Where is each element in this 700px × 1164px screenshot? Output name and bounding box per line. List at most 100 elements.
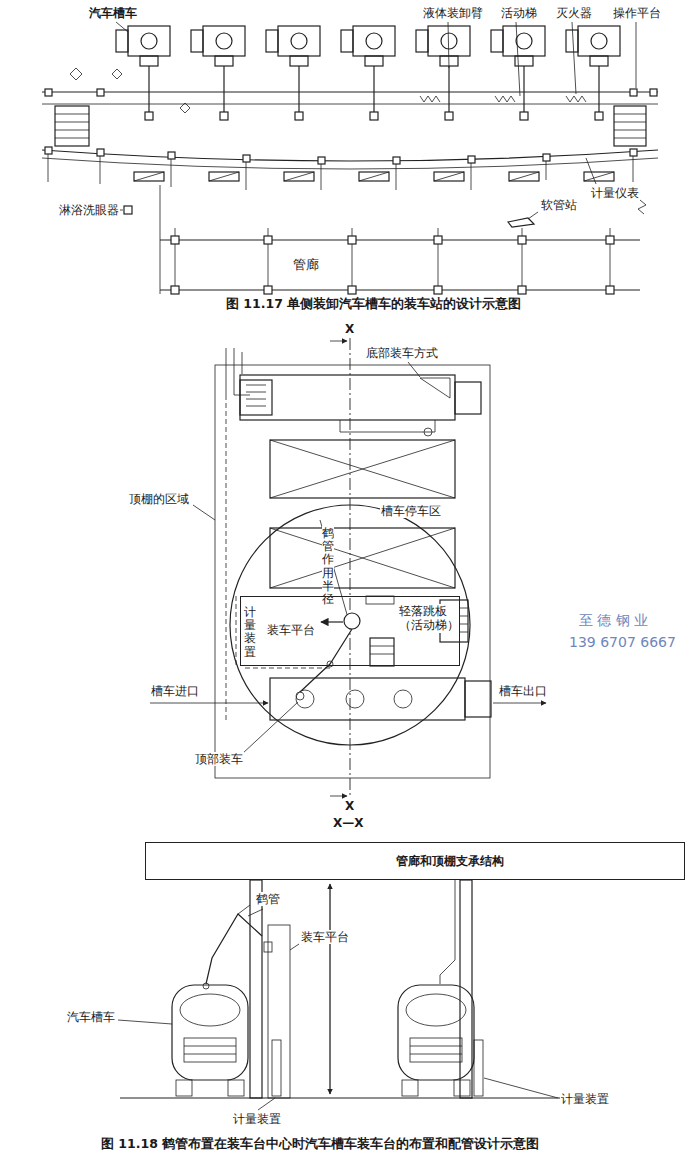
part-label: 装车平台 <box>300 930 350 944</box>
loading-rack-plan-part <box>327 661 333 667</box>
loading-station-plan-part <box>321 164 322 190</box>
loading-rack-plan-part <box>330 341 347 342</box>
loading-station-plan-part <box>614 138 646 139</box>
loading-station-plan-part <box>528 212 538 219</box>
loading-rack-plan-part <box>226 395 227 720</box>
loading-station-plan-part <box>546 161 547 180</box>
part-label: 计量仪表 <box>590 186 640 200</box>
loading-rack-plan-part <box>370 646 394 647</box>
loading-rack-plan-part <box>246 399 266 400</box>
part-label: X <box>344 799 355 813</box>
loading-station-plan-part <box>97 149 104 156</box>
part-label: 操作平台 <box>612 6 662 20</box>
loading-station-plan <box>42 22 658 294</box>
loading-rack-section-part <box>398 985 474 1080</box>
part-label: 计量装置 <box>244 605 256 660</box>
loading-station-plan-part <box>42 158 658 169</box>
loading-rack-section-part <box>184 1038 236 1062</box>
loading-station-plan-part <box>160 185 161 294</box>
part-label: X—X <box>332 816 365 830</box>
loading-rack-plan-part <box>340 420 435 432</box>
loading-rack-plan-part <box>270 528 455 588</box>
loading-rack-section-part <box>248 909 263 916</box>
loading-station-plan-part <box>448 22 449 68</box>
loading-station-plan-part <box>55 138 89 139</box>
loading-rack-section-part <box>330 884 331 1094</box>
loading-station-plan-part <box>97 89 104 96</box>
loading-rack-plan-part <box>493 703 546 704</box>
loading-rack-plan-part <box>270 440 455 498</box>
loading-rack-plan-part <box>193 505 215 520</box>
loading-station-plan-part <box>586 158 596 184</box>
loading-rack-section-part <box>410 1054 462 1055</box>
loading-rack-section-part <box>402 1080 418 1096</box>
loading-rack-plan-part <box>234 348 235 395</box>
loading-rack-section-part <box>120 1097 560 1098</box>
loading-rack-section-part <box>203 983 209 989</box>
loading-rack-section-part <box>118 1020 172 1024</box>
loading-station-plan-part <box>434 286 442 294</box>
loading-rack-section-part <box>410 1038 462 1062</box>
loading-station-plan-part <box>55 122 89 123</box>
loading-station-plan-part <box>191 26 245 181</box>
loading-rack-section-part <box>272 1040 281 1096</box>
loading-station-plan-part <box>650 89 657 96</box>
loading-rack-plan-part <box>270 678 465 720</box>
loading-rack-plan-part <box>234 395 250 396</box>
part-label: 鹤管作用半径 <box>322 526 334 607</box>
loading-rack-plan-part <box>215 365 490 778</box>
part-label: 槽车进口 <box>150 684 200 698</box>
loading-rack-plan-part <box>321 621 343 622</box>
node-text: 装车平台 <box>267 623 315 637</box>
loading-rack-plan-part <box>344 613 360 629</box>
loading-rack-section-part <box>474 1040 483 1096</box>
loading-rack-plan-part <box>346 690 364 708</box>
loading-station-plan-part <box>48 154 49 182</box>
loading-rack-plan-part <box>465 681 491 717</box>
loading-station-plan-part <box>471 163 472 190</box>
loading-rack-plan-part <box>296 692 304 700</box>
loading-station-plan-part <box>266 26 320 181</box>
part-label: 淋浴洗眼器 <box>58 203 120 217</box>
loading-rack-section-part <box>454 1080 470 1096</box>
part-label: 顶棚的区域 <box>128 492 190 506</box>
loading-station-plan-part <box>543 154 550 161</box>
loading-rack-plan-part <box>150 703 268 704</box>
loading-rack-plan-part <box>245 668 330 669</box>
loading-rack-plan-part <box>240 375 455 420</box>
loading-rack-section-part <box>268 925 290 1098</box>
loading-rack-section-part <box>206 914 262 984</box>
loading-station-plan-part <box>70 68 190 113</box>
loading-rack-plan-part <box>226 348 227 395</box>
part-label: 软管站 <box>540 198 578 212</box>
loading-rack-plan-part <box>270 440 455 498</box>
loading-station-plan-part <box>243 155 250 162</box>
loading-rack-plan-part <box>300 629 352 692</box>
loading-rack-plan-part <box>455 382 481 414</box>
loading-station-plan-part <box>264 286 272 294</box>
loading-platform: 装车平台 <box>240 596 460 666</box>
loading-station-plan-part <box>168 152 175 159</box>
loading-rack-section-part <box>184 1046 236 1047</box>
loading-station-plan-part <box>606 236 614 244</box>
loading-rack-plan-part <box>420 378 450 398</box>
loading-rack-plan-part <box>394 690 412 708</box>
part-label: 计量装置 <box>232 1112 282 1126</box>
loading-station-plan-part <box>171 286 179 294</box>
loading-rack-section-part <box>440 880 455 984</box>
loading-station-plan-part <box>116 26 170 181</box>
loading-rack-plan-part <box>230 505 470 745</box>
loading-station-plan-part <box>246 162 247 190</box>
part-label: 鹤管 <box>255 892 281 906</box>
loading-station-plan-part <box>614 130 646 131</box>
loading-station-plan-part <box>614 106 646 146</box>
loading-rack-plan-part <box>408 362 420 377</box>
loading-rack-plan-part <box>246 406 266 407</box>
loading-rack-plan-part <box>370 638 394 666</box>
loading-station-plan-part <box>638 200 646 214</box>
loading-station-plan-part <box>171 159 172 187</box>
support-structure-bar: 管廊和顶棚支承结构 <box>145 842 685 880</box>
loading-rack-section-part <box>290 944 299 950</box>
loading-station-plan-part <box>55 130 89 131</box>
loading-rack-plan-part <box>270 528 455 588</box>
